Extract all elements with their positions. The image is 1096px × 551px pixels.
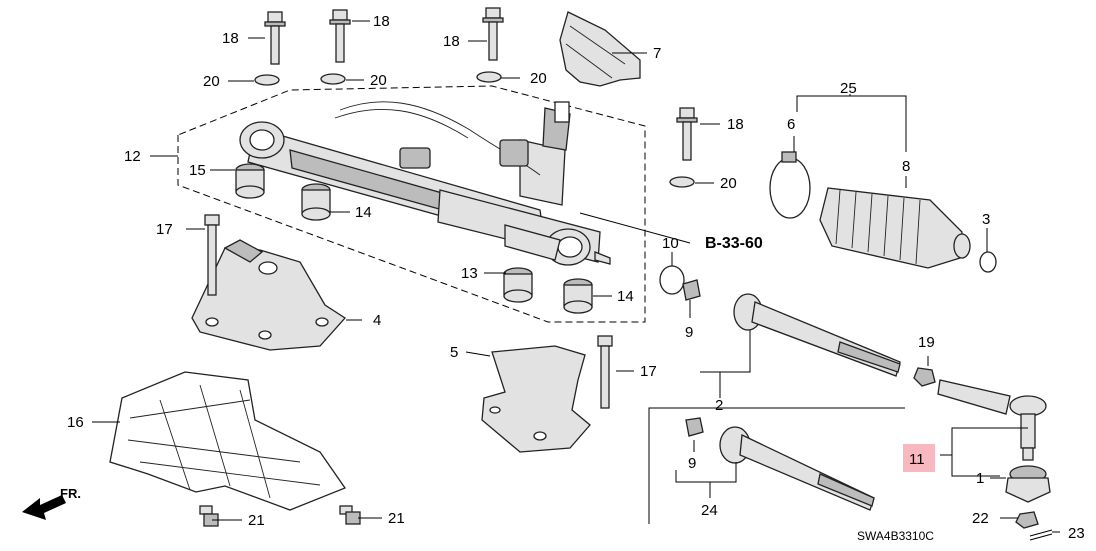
callout-2: 2 [715,397,723,414]
assembly-12-bracket [177,85,646,323]
bushing-13 [503,267,533,303]
callout-12: 12 [124,148,141,165]
bolt-21-right [339,505,361,525]
callout-17-left: 17 [156,221,173,238]
bushing-14-right [563,278,593,314]
callout-11: 11 [909,451,925,468]
callout-19: 19 [918,334,935,351]
callout-15: 15 [189,162,206,179]
callout-10: 10 [662,235,679,252]
leader-lines [92,20,1060,533]
diagram-code: SWA4B3310C [857,529,934,543]
callout-17-right: 17 [640,363,657,380]
callout-4: 4 [373,312,381,329]
callout-21-right: 21 [388,510,405,527]
callout-5: 5 [450,344,458,361]
bolt-18-right [676,107,698,161]
bolt-18-left [264,11,286,65]
callout-25: 25 [840,80,857,97]
callout-18-top-right: 18 [443,33,460,50]
front-marker-label: FR. [60,486,81,501]
cotter-pin-23 [1029,529,1053,541]
washer-20-d [669,176,695,188]
washer-20-c [476,71,502,83]
callout-3: 3 [982,211,990,228]
boot-7-drawing [559,11,641,87]
bracket-5-drawing [481,345,591,453]
bolt-17-right [597,335,613,409]
ring-10 [659,265,685,295]
nut-19 [913,367,936,387]
tie-rod-end-11-drawing [937,379,1047,461]
callout-18-mid: 18 [373,13,390,30]
bushing-15 [235,163,265,199]
callout-16: 16 [67,414,84,431]
callout-14-left: 14 [355,204,372,221]
lock-washer-9-top [682,279,701,301]
bolt-18-top-right [482,7,504,61]
bolt-18-mid [329,9,351,63]
callout-20-mid: 20 [370,72,387,89]
callout-7: 7 [653,45,661,62]
callout-20-right: 20 [720,175,737,192]
callout-20-left: 20 [203,73,220,90]
highlight-11 [903,444,935,472]
bolt-21-left [199,505,219,527]
clip-3-drawing [979,251,997,273]
callout-18-right: 18 [727,116,744,133]
callout-20-top-right: 20 [530,70,547,87]
bolt-17-left [204,214,220,296]
dust-seal-1 [1005,465,1051,503]
washer-20-b [320,73,346,85]
callout-18-left: 18 [222,30,239,47]
bracket-4-drawing [191,239,346,351]
washer-20-a [254,74,280,86]
nut-22 [1015,511,1039,529]
tie-rod-2-drawing [733,293,901,377]
heat-shield-16-drawing [109,371,346,511]
callout-14-right: 14 [617,288,634,305]
callout-24: 24 [701,502,718,519]
reference-label: B-33-60 [705,235,763,252]
variant-frame [648,407,905,524]
clamp-6-drawing [769,151,811,219]
tie-rod-24-drawing [719,426,875,511]
lock-washer-9-bottom [685,417,704,437]
callouts: 18 18 18 18 20 20 20 20 7 12 15 14 13 14… [67,13,1085,542]
callout-9-top: 9 [685,324,693,341]
bushing-14-left [301,183,331,221]
callout-6: 6 [787,116,795,133]
boot-8-drawing [819,187,971,269]
callout-22: 22 [972,510,989,527]
callout-9-bottom: 9 [688,455,696,472]
steering-gear-box-drawing [239,101,611,266]
callout-13: 13 [461,265,478,282]
callout-1: 1 [976,470,984,487]
front-direction-arrow [22,495,66,520]
callout-23: 23 [1068,525,1085,542]
callout-21-left: 21 [248,512,265,529]
callout-8: 8 [902,158,910,175]
